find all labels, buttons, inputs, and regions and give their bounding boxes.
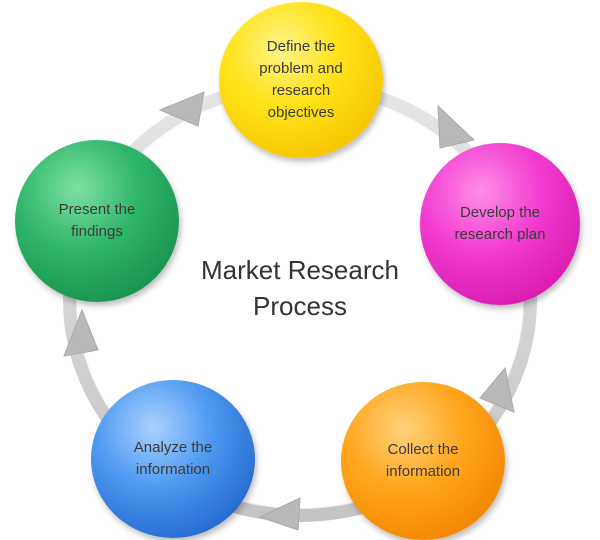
center-title: Market Research Process (201, 255, 399, 321)
arrow-define-to-develop (437, 104, 476, 149)
arrow-present-to-define (158, 91, 205, 127)
step-present-findings: Present the findings (15, 140, 179, 302)
step-collect-information: Collect the information (341, 382, 505, 540)
arrow-analyze-to-present (63, 308, 99, 357)
arrow-collect-to-analyze (258, 497, 301, 531)
step-analyze-information: Analyze the information (91, 380, 255, 538)
step-collect-information-label: Collect the information (385, 441, 461, 480)
step-define-problem-label: Define the problem and research objectiv… (259, 38, 343, 121)
step-analyze-information-label: Analyze the information (133, 439, 213, 478)
step-develop-plan: Develop the research plan (420, 143, 580, 305)
step-present-findings-label: Present the findings (58, 201, 136, 240)
step-define-problem: Define the problem and research objectiv… (219, 2, 383, 158)
step-develop-plan-label: Develop the research plan (454, 204, 546, 243)
arrow-develop-to-collect (479, 366, 515, 413)
